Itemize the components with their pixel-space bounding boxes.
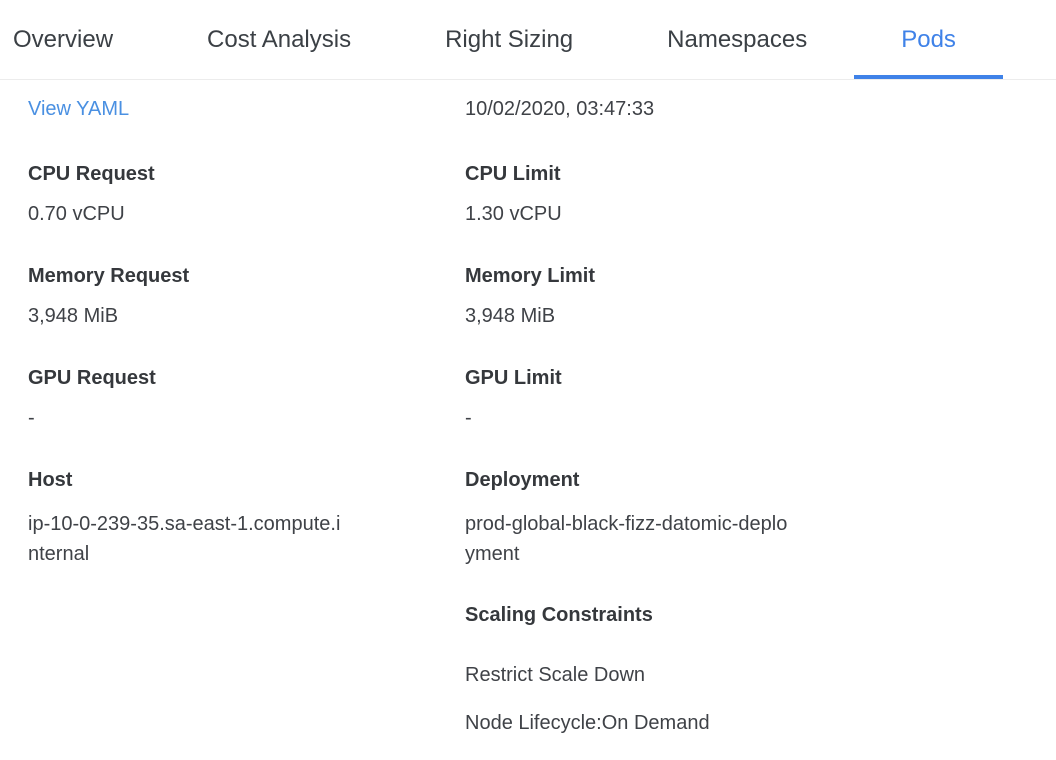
field-cpu-limit: CPU Limit 1.30 vCPU — [465, 163, 1048, 226]
tab-bar: Overview Cost Analysis Right Sizing Name… — [0, 0, 1056, 80]
field-label: CPU Limit — [465, 163, 561, 185]
tab-namespaces[interactable]: Namespaces — [667, 25, 808, 53]
view-yaml-link[interactable]: View YAML — [28, 98, 130, 120]
details-right-column: 10/02/2020, 03:47:33 CPU Limit 1.30 vCPU… — [465, 98, 1048, 760]
field-value: 1.30 vCPU — [465, 203, 562, 225]
scaling-constraint-item: Node Lifecycle:On Demand — [465, 712, 710, 734]
field-gpu-request: GPU Request - — [28, 367, 465, 430]
tab-pods[interactable]: Pods — [854, 0, 1003, 79]
scaling-constraints-title: Scaling Constraints — [465, 604, 653, 626]
field-host: Host ip-10-0-239-35.sa-east-1.compute.in… — [28, 469, 465, 569]
scaling-constraint-item: Restrict Scale Down — [465, 664, 646, 686]
field-label: Host — [28, 469, 73, 491]
host-link[interactable]: ip-10-0-239-35.sa-east-1.compute.interna… — [28, 513, 341, 565]
field-label: GPU Limit — [465, 367, 562, 389]
tab-right-sizing[interactable]: Right Sizing — [445, 25, 574, 53]
scaling-constraints-section: Scaling Constraints Restrict Scale Down … — [465, 604, 1048, 735]
field-gpu-limit: GPU Limit - — [465, 367, 1048, 430]
field-cpu-request: CPU Request 0.70 vCPU — [28, 163, 465, 226]
field-label: GPU Request — [28, 367, 156, 389]
field-value: - — [465, 407, 472, 429]
tab-overview[interactable]: Overview — [13, 25, 114, 53]
deployment-link[interactable]: prod-global-black-fizz-datomic-deploymen… — [465, 513, 788, 565]
field-value: 3,948 MiB — [465, 305, 556, 327]
created-timestamp: 10/02/2020, 03:47:33 — [465, 98, 655, 120]
pod-details-panel: View YAML CPU Request 0.70 vCPU Memory R… — [0, 80, 1056, 760]
field-memory-limit: Memory Limit 3,948 MiB — [465, 265, 1048, 328]
field-value: 0.70 vCPU — [28, 203, 125, 225]
field-value: - — [28, 407, 35, 429]
field-memory-request: Memory Request 3,948 MiB — [28, 265, 465, 328]
field-label: Memory Request — [28, 265, 190, 287]
details-left-column: View YAML CPU Request 0.70 vCPU Memory R… — [28, 98, 465, 760]
field-label: Deployment — [465, 469, 580, 491]
field-value: 3,948 MiB — [28, 305, 119, 327]
tab-cost-analysis[interactable]: Cost Analysis — [207, 25, 352, 53]
field-label: CPU Request — [28, 163, 155, 185]
field-deployment: Deployment prod-global-black-fizz-datomi… — [465, 469, 1048, 569]
field-label: Memory Limit — [465, 265, 596, 287]
